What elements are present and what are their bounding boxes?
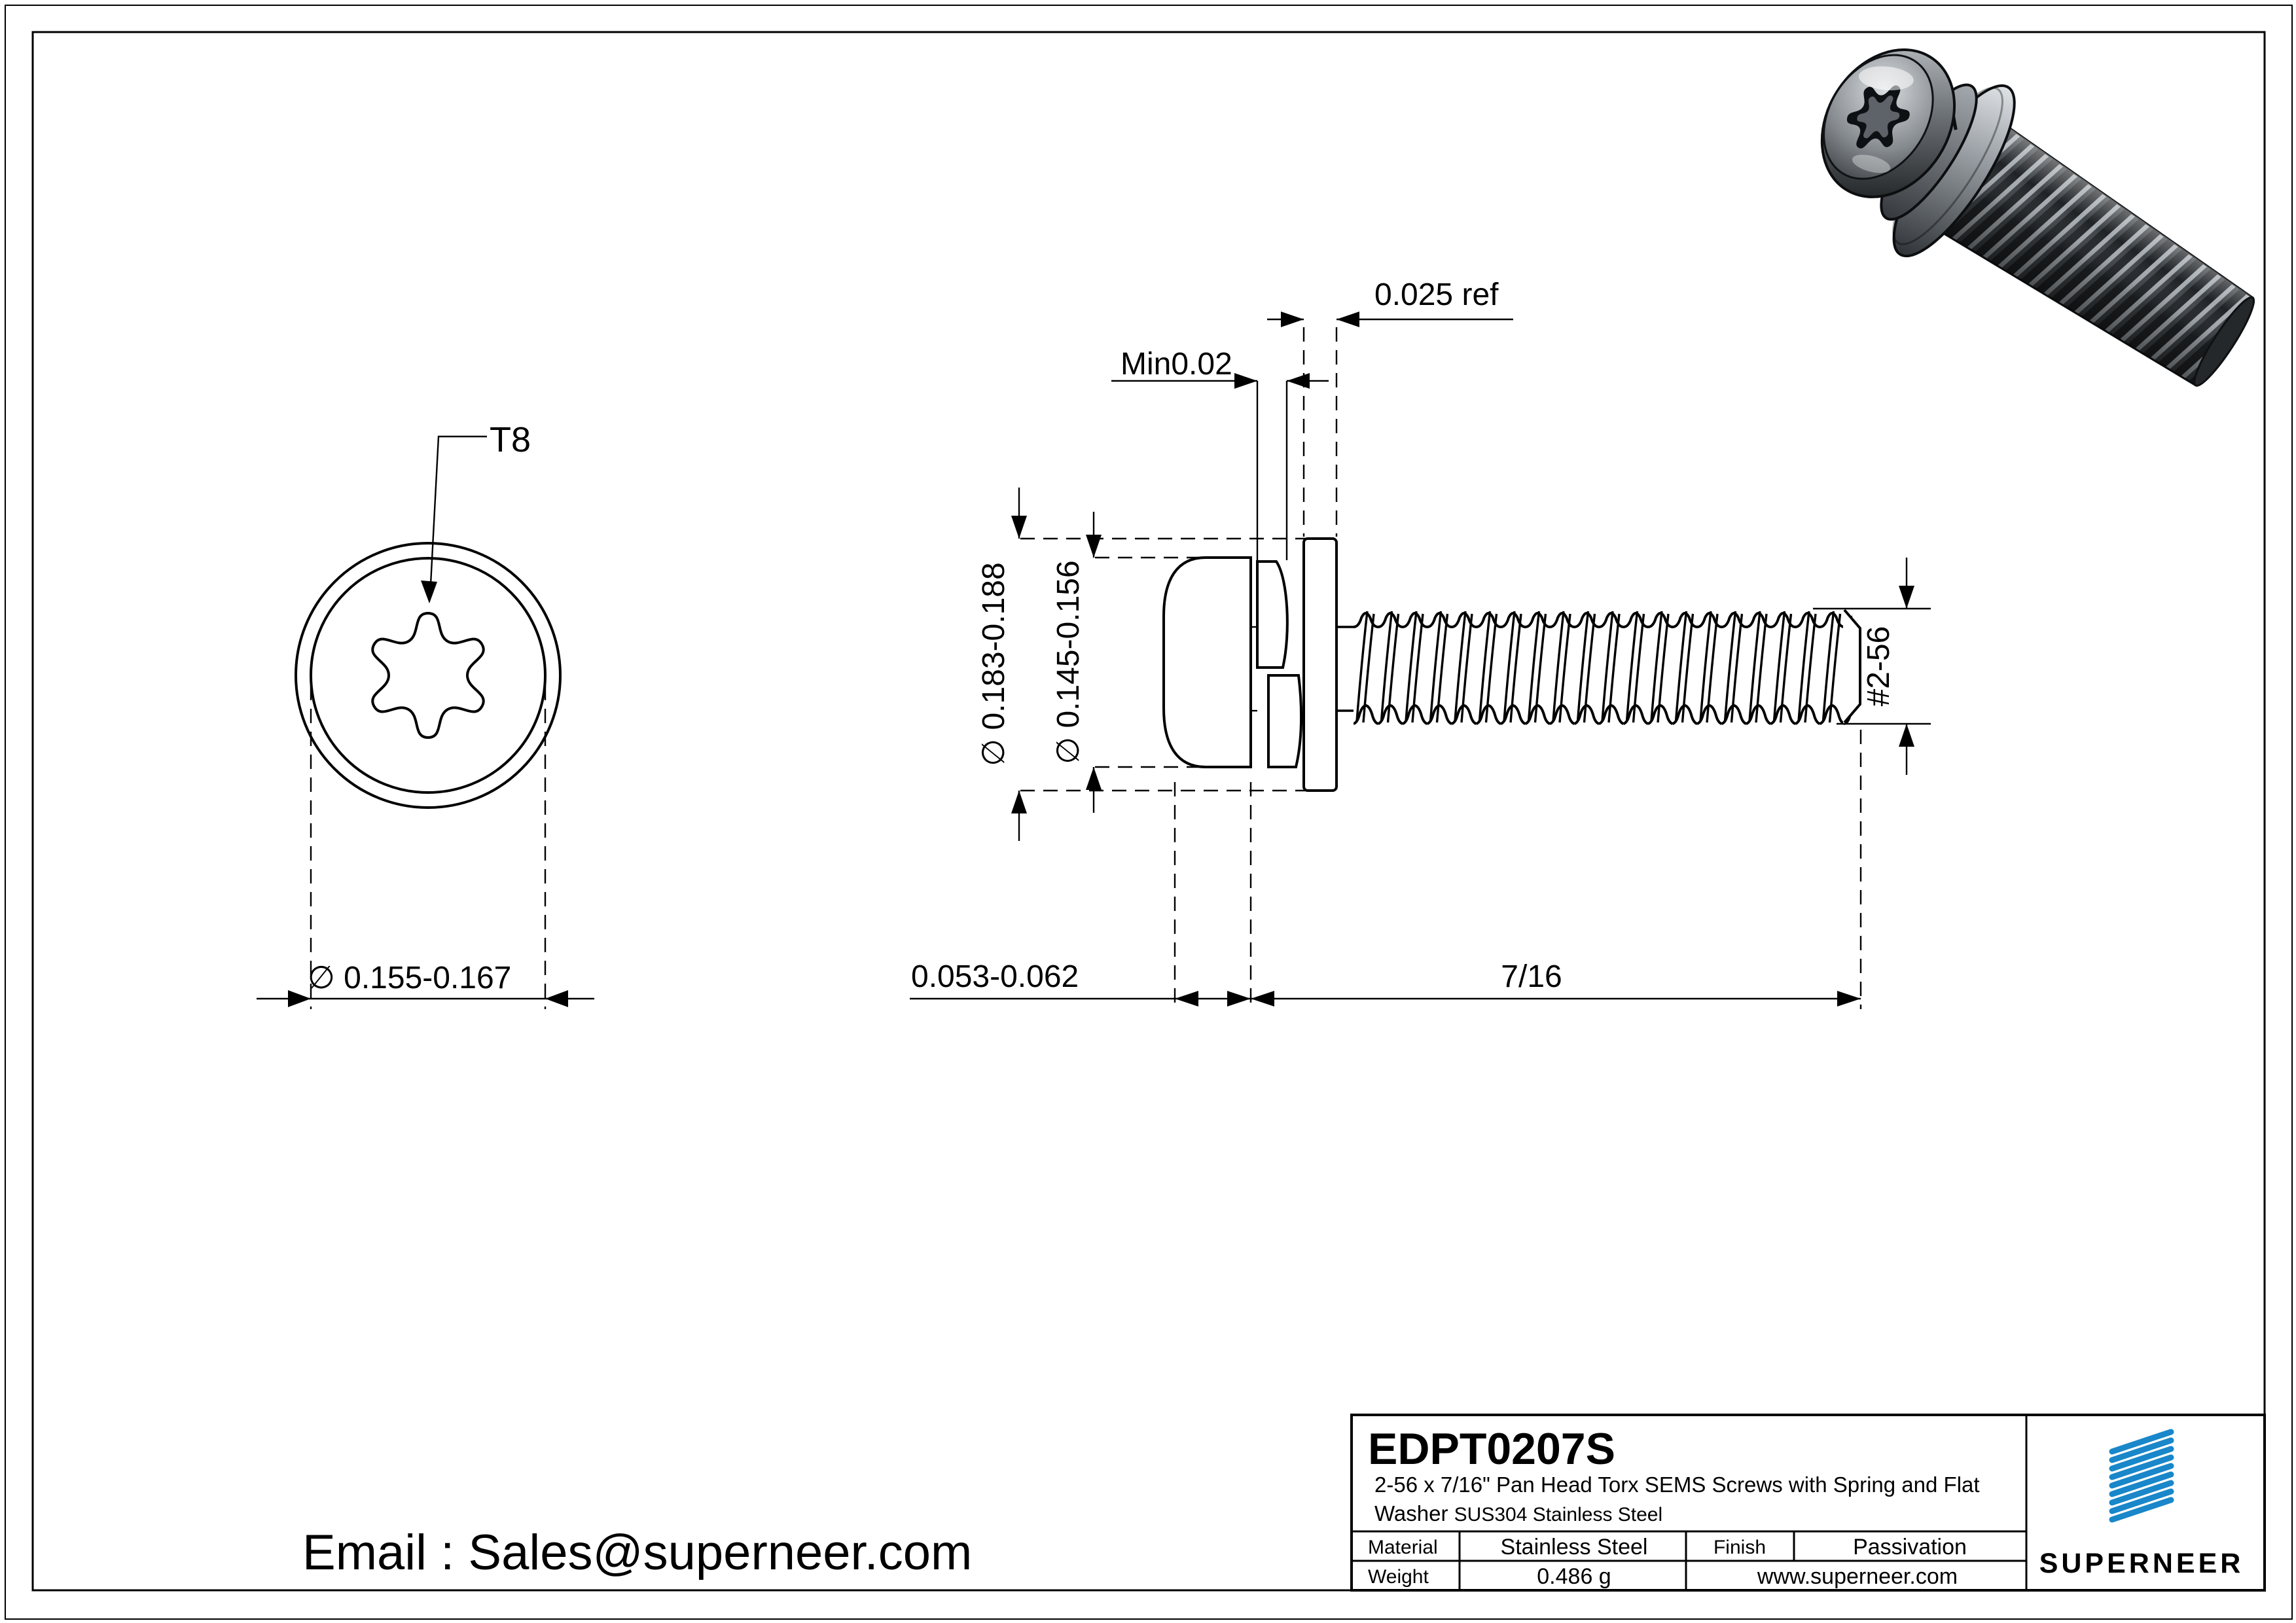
spring-min-label: Min0.02	[1121, 347, 1232, 382]
thread-end-mask	[1843, 607, 1861, 725]
dim-arrow	[1281, 312, 1304, 327]
dim-arrow	[1227, 991, 1251, 1007]
dim-thread-size: #2-56	[1813, 558, 1931, 775]
title-block-border	[1350, 1414, 2266, 1592]
title-block: EDPT0207S 2-56 x 7/16" Pan Head Torx SEM…	[1350, 1414, 2266, 1592]
finish-value: Passivation	[1853, 1535, 1967, 1560]
flat-washer-profile	[1302, 537, 1338, 792]
torx-leader-line	[429, 435, 487, 597]
brand-name: SUPERNEER	[2039, 1548, 2244, 1579]
dim-arrow	[1287, 373, 1310, 389]
head-height-label: 0.053-0.062	[911, 959, 1079, 994]
head-od-label: ∅ 0.145-0.156	[1051, 560, 1086, 764]
finish-label: Finish	[1713, 1537, 1766, 1558]
description-washer: Washer	[1374, 1501, 1454, 1525]
material-label: Material	[1368, 1537, 1438, 1558]
spring-washer-lower	[1267, 674, 1303, 768]
material-value: Stainless Steel	[1501, 1535, 1648, 1560]
dim-arrow	[1175, 991, 1198, 1007]
dim-arrow	[1086, 535, 1102, 558]
render-torx-recess	[1847, 85, 1910, 149]
description-material-spec: SUS304 Stainless Steel	[1454, 1504, 1663, 1525]
render-gloss-highlight-2	[1852, 154, 1891, 173]
part-description-line1: 2-56 x 7/16" Pan Head Torx SEMS Screws w…	[1374, 1472, 1980, 1497]
dim-head-od: ∅ 0.145-0.156	[1051, 512, 1102, 813]
screw-3d-render	[1820, 48, 2255, 387]
thread-size-label: #2-56	[1861, 626, 1896, 707]
website-link[interactable]: www.superneer.com	[1757, 1564, 1958, 1589]
dim-bottom-row: 0.053-0.062 7/16	[910, 730, 1862, 1009]
dim-washer-od: ∅ 0.183-0.188	[977, 488, 1027, 841]
part-number: EDPT0207S	[1368, 1424, 1615, 1474]
render-torx-facets	[1857, 96, 1900, 139]
brand-logo	[2109, 1429, 2174, 1523]
dim-arrow	[1336, 312, 1359, 327]
part-description-line2: Washer SUS304 Stainless Steel	[1374, 1501, 1662, 1525]
front-dim-arrow-right	[545, 990, 568, 1007]
washer-thickness-label: 0.025 ref	[1374, 277, 1499, 312]
torx-leader-arrow	[421, 580, 437, 603]
thread-end-face	[1843, 609, 1861, 724]
dim-arrow	[1011, 791, 1027, 813]
spring-washer-upper	[1256, 560, 1289, 669]
render-thread-shading	[1943, 129, 2253, 385]
side-view: ∅ 0.183-0.188 ∅ 0.145-0.156 Min0.02 0.02…	[910, 277, 1931, 1009]
dim-arrow	[1899, 586, 1914, 609]
pan-head-profile	[1162, 556, 1252, 768]
torx-size-label: T8	[490, 420, 531, 459]
contact-email: Email : Sales@superneer.com	[302, 1525, 972, 1580]
dim-arrow	[1837, 991, 1861, 1007]
weight-label: Weight	[1368, 1566, 1429, 1588]
dim-arrow	[1234, 373, 1257, 389]
dim-spring-washer-min: Min0.02	[1111, 347, 1329, 560]
render-thread-tip	[2193, 296, 2255, 387]
dim-washer-thickness: 0.025 ref	[1267, 277, 1513, 537]
weight-value: 0.486 g	[1537, 1564, 1611, 1589]
thread-profile	[1354, 607, 1852, 725]
dim-arrow	[1011, 516, 1027, 539]
drawing-frame-border	[31, 31, 2266, 1592]
front-view: T8 ∅ 0.155-0.167	[257, 420, 594, 1009]
render-gloss-highlight	[1859, 66, 1914, 91]
thread-length-label: 7/16	[1501, 959, 1562, 994]
front-dim-arrow-left	[288, 990, 311, 1007]
dim-arrow	[1899, 724, 1914, 747]
dim-arrow	[1086, 767, 1102, 790]
outer-sheet-border	[5, 5, 2293, 1620]
dim-arrow	[1251, 991, 1274, 1007]
front-diameter-label: ∅ 0.155-0.167	[308, 961, 511, 995]
sheet-borders	[5, 5, 2293, 1620]
torx-recess-outline	[371, 611, 485, 740]
washer-od-label: ∅ 0.183-0.188	[977, 562, 1011, 766]
